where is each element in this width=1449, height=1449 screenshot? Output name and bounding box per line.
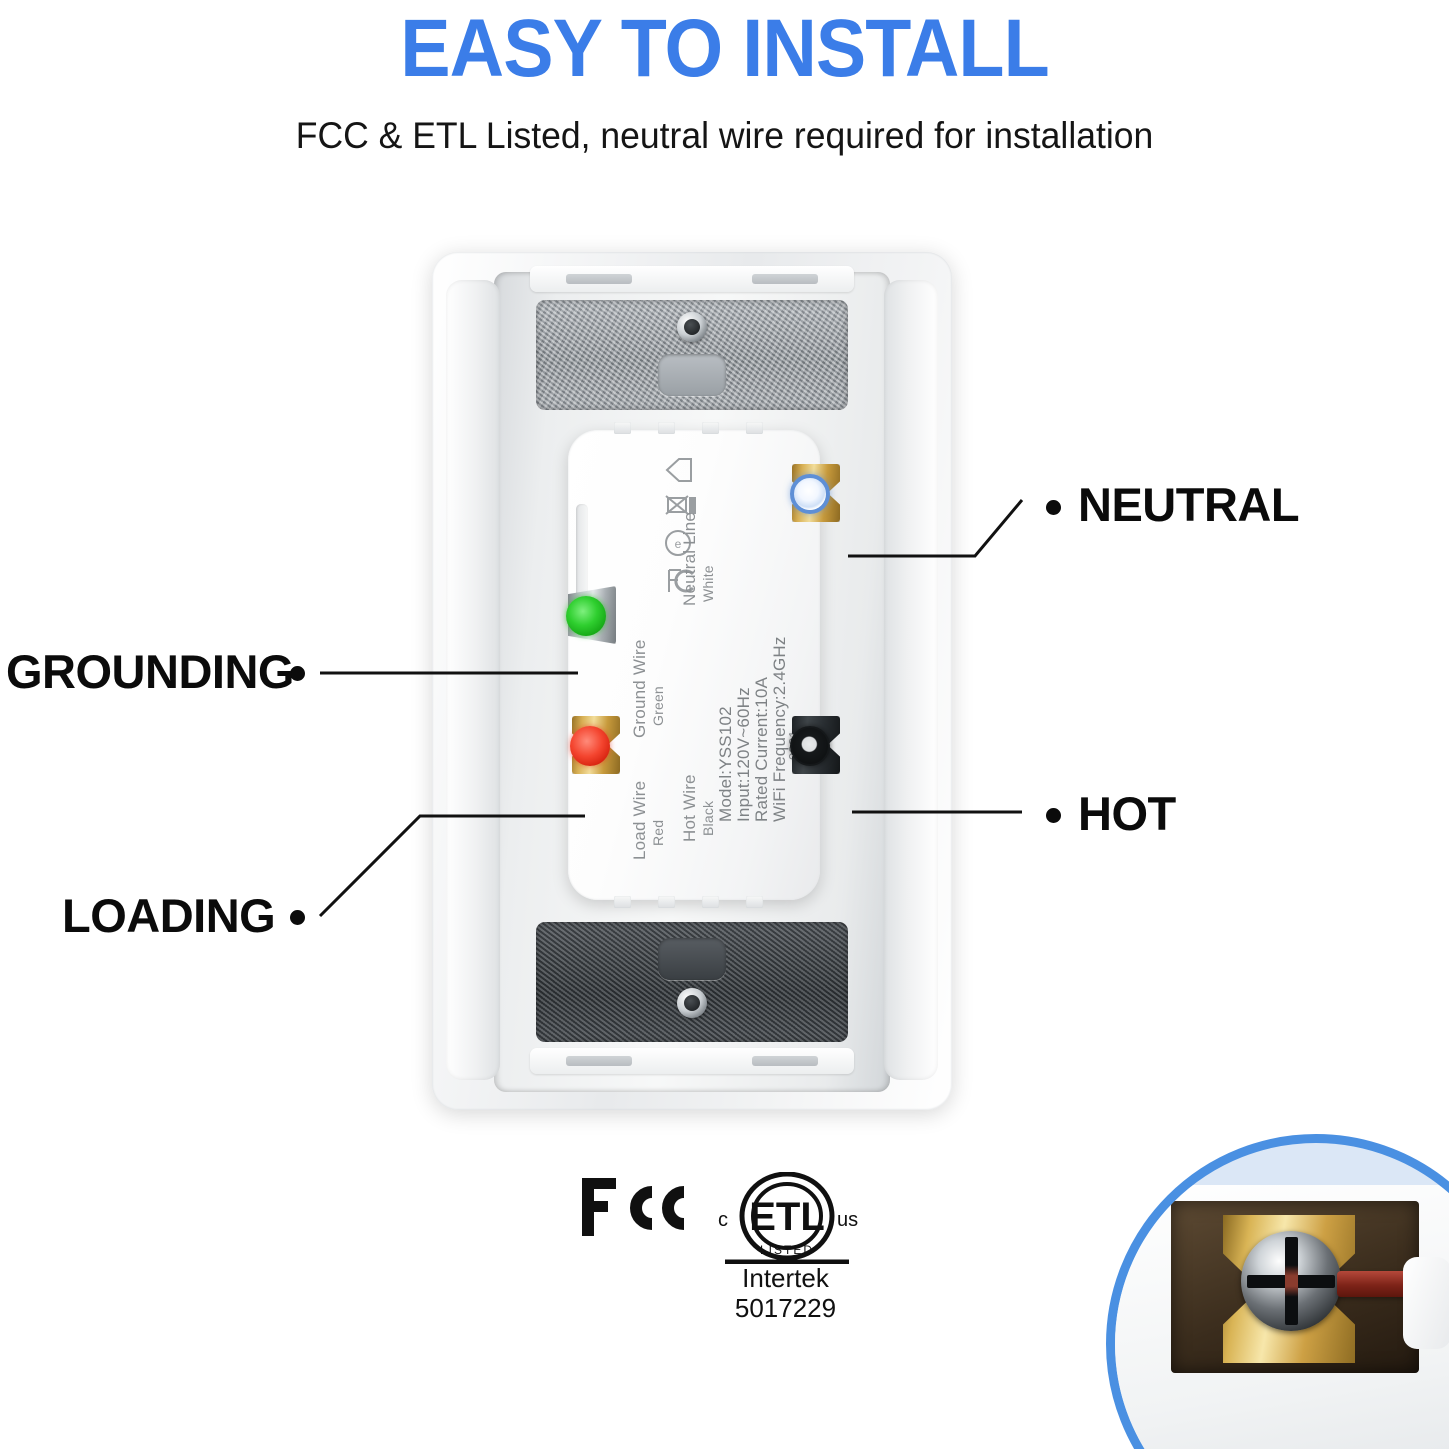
intertek-block: Intertek 5017229 (703, 1263, 868, 1324)
body-tab (614, 896, 631, 908)
hot-terminal-marker (790, 726, 830, 766)
neutral-terminal-marker (790, 474, 830, 514)
callout-label-loading: LOADING (62, 889, 276, 942)
body-tab (658, 422, 675, 434)
fcc-c2 (662, 1186, 685, 1230)
weee-crossed-bin-icon (665, 495, 696, 515)
page-subtitle: FCC & ETL Listed, neutral wire required … (295, 115, 1154, 156)
page-title: EASY TO INSTALL (400, 3, 1049, 94)
hot-terminal (786, 716, 848, 774)
mounting-screw (677, 312, 707, 342)
mounting-screw (677, 988, 707, 1018)
body-tab (746, 896, 763, 908)
mounting-slot (658, 938, 726, 980)
spec-model: Model:YSS102 (716, 706, 735, 822)
home-icon (665, 458, 692, 482)
ground-terminal-marker (566, 596, 606, 636)
wall-plate: e Neutral Line White Hot Wire Black Grou… (432, 252, 952, 1110)
vent-slot (566, 1056, 632, 1066)
callout-label-hot: HOT (1078, 787, 1176, 840)
neutral-terminal (786, 464, 848, 522)
load-terminal (566, 716, 628, 774)
bullet-hot (1046, 808, 1061, 823)
vent-slot (752, 274, 818, 284)
smart-switch-body: e Neutral Line White Hot Wire Black Grou… (566, 422, 840, 908)
etl-circle-icon: e (665, 530, 691, 556)
fcc-c1 (630, 1186, 653, 1230)
neutral-line-color: White (700, 565, 716, 602)
callout-label-grounding: GROUNDING (6, 645, 294, 698)
inset-circle-frame (1106, 1134, 1449, 1449)
bullet-grounding (290, 666, 305, 681)
body-tab (614, 422, 631, 434)
spec-input: Input:120V~60Hz (734, 687, 753, 822)
body-tab (702, 896, 719, 908)
load-wire-color: Red (650, 819, 666, 846)
terminal-closeup-inset (1106, 1134, 1449, 1449)
certification-logos: ETL c us LISTED Intertek 5017229 (575, 1172, 875, 1324)
mounting-strap-bottom (536, 922, 848, 1042)
ground-wire-label: Ground Wire (630, 639, 649, 738)
bullet-loading (290, 910, 305, 925)
regulatory-marks-group: e (665, 458, 696, 593)
body-tab (658, 896, 675, 908)
body-tabs-bottom (614, 896, 774, 908)
inset-housing-lip (1403, 1257, 1449, 1349)
etl-mark-text: ETL (749, 1195, 825, 1239)
vent-slot (752, 1056, 818, 1066)
vent-slot (566, 274, 632, 284)
plate-wing-left (446, 280, 500, 1080)
svg-text:e: e (675, 537, 682, 551)
ground-terminal (562, 586, 624, 644)
body-tabs-top (614, 422, 774, 434)
etl-logo: ETL c us LISTED (718, 1172, 858, 1264)
mounting-strap-top (536, 300, 848, 410)
fcc-icon (668, 569, 695, 593)
bracket-lip-bottom (530, 1048, 854, 1074)
plate-wing-right (884, 280, 938, 1080)
body-tab (746, 422, 763, 434)
etl-prefix-c: c (718, 1209, 728, 1231)
bracket-lip-top (530, 266, 854, 292)
load-wire-label: Load Wire (630, 780, 649, 860)
intertek-number: 5017229 (734, 1292, 837, 1323)
spec-rated-current: Rated Current:10A (752, 676, 771, 822)
ground-wire-color: Green (650, 686, 666, 726)
body-tab (702, 422, 719, 434)
mounting-slot (658, 354, 726, 396)
hot-wire-label: Hot Wire (680, 774, 699, 842)
callout-label-neutral: NEUTRAL (1078, 478, 1300, 531)
load-terminal-marker (570, 726, 610, 766)
hot-wire-color: Black (700, 800, 716, 836)
bullet-neutral (1046, 500, 1061, 515)
inset-terminal-screw (1241, 1231, 1341, 1331)
neutral-line-label: Neutral Line (680, 511, 699, 606)
etl-suffix-us: us (837, 1209, 858, 1231)
etl-listed-text: LISTED (760, 1243, 814, 1257)
intertek-name: Intertek (742, 1263, 829, 1293)
fcc-logo (582, 1178, 685, 1236)
